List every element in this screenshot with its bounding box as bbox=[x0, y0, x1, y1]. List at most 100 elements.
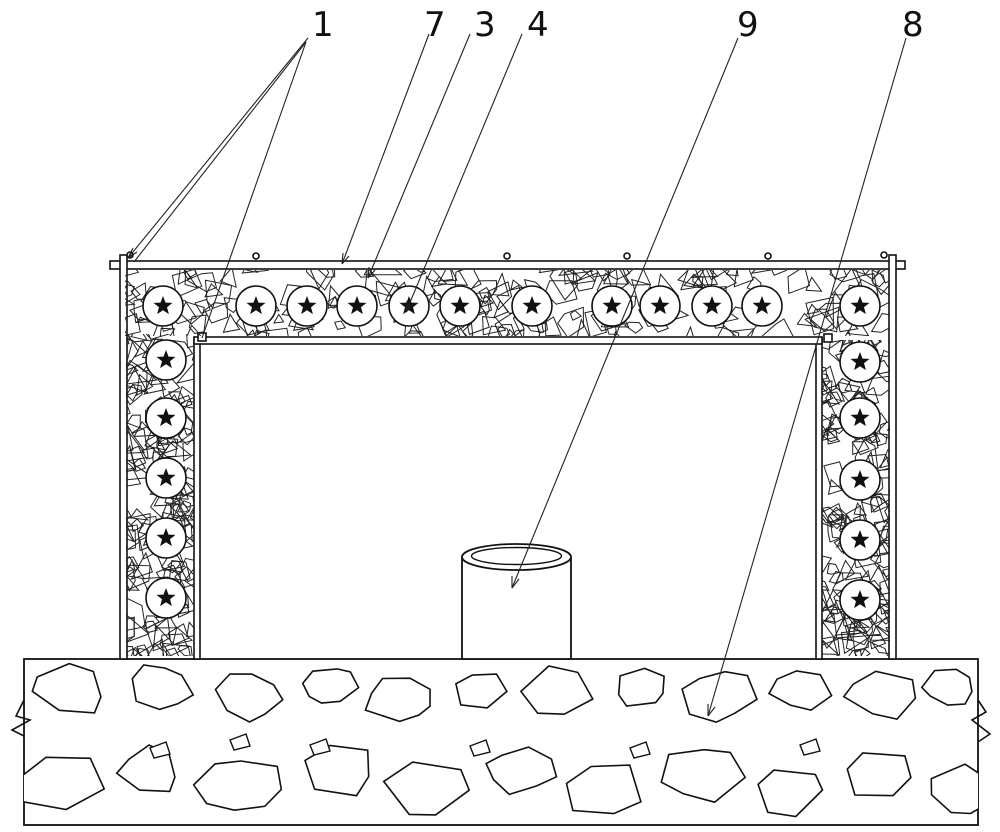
break-mark-left bbox=[10, 699, 33, 737]
gravel-piece bbox=[125, 279, 141, 304]
gravel-piece bbox=[874, 493, 890, 524]
gravel-piece bbox=[572, 270, 597, 285]
gravel-piece bbox=[875, 456, 890, 472]
gravel-piece bbox=[185, 272, 217, 293]
gravel-piece bbox=[204, 279, 233, 309]
star-icon bbox=[752, 296, 772, 315]
ground-foundation bbox=[10, 658, 992, 826]
star-icon bbox=[850, 530, 870, 549]
gravel-piece bbox=[219, 270, 237, 288]
gravel-piece bbox=[184, 270, 199, 289]
star-icon bbox=[246, 296, 266, 315]
gravel-piece bbox=[169, 498, 190, 522]
gravel-piece bbox=[135, 316, 152, 324]
star-icon bbox=[850, 408, 870, 427]
gravel-piece bbox=[190, 523, 194, 543]
gravel-piece bbox=[576, 318, 590, 336]
gravel-piece bbox=[691, 270, 719, 278]
gravel-piece bbox=[130, 334, 153, 343]
gravel-piece bbox=[186, 334, 194, 349]
gravel-piece bbox=[822, 400, 837, 422]
ground-stone bbox=[382, 761, 471, 816]
gravel-piece bbox=[834, 613, 862, 636]
gravel-piece bbox=[469, 280, 498, 305]
gravel-piece bbox=[167, 560, 184, 576]
gravel-piece bbox=[487, 281, 513, 311]
ball-with-star bbox=[639, 285, 681, 327]
gravel-piece bbox=[680, 270, 704, 291]
pipe-body bbox=[461, 557, 572, 660]
ball-with-star bbox=[145, 339, 187, 381]
gravel-piece bbox=[822, 380, 833, 403]
gravel-piece bbox=[854, 619, 871, 629]
leader-8 bbox=[707, 37, 907, 717]
ball-with-star bbox=[839, 397, 881, 439]
gravel-piece bbox=[822, 638, 841, 656]
ground-stone bbox=[757, 769, 824, 818]
gravel-piece bbox=[538, 270, 560, 274]
gravel-piece bbox=[126, 444, 137, 473]
gravel-piece bbox=[182, 400, 194, 425]
gravel-piece bbox=[624, 270, 652, 286]
gravel-piece bbox=[686, 325, 694, 336]
gravel-piece bbox=[860, 640, 889, 656]
gravel-piece bbox=[822, 508, 834, 529]
gravel-piece bbox=[134, 638, 164, 656]
gravel-piece bbox=[437, 270, 469, 286]
gravel-piece bbox=[595, 270, 611, 282]
gravel-piece bbox=[126, 414, 141, 434]
gravel-piece bbox=[126, 334, 149, 343]
gravel-piece bbox=[497, 323, 516, 336]
gravel-piece bbox=[879, 578, 890, 596]
gravel-piece bbox=[853, 501, 868, 516]
gravel-piece bbox=[126, 615, 135, 640]
gravel-piece bbox=[510, 279, 524, 291]
gravel-piece bbox=[804, 306, 840, 333]
gravel-piece bbox=[126, 427, 146, 454]
gravel-piece bbox=[161, 642, 193, 656]
gravel-piece bbox=[878, 421, 890, 439]
gravel-piece bbox=[806, 303, 820, 315]
gravel-piece bbox=[126, 334, 139, 371]
gravel-piece bbox=[428, 290, 442, 307]
label-1: 1 bbox=[312, 5, 334, 45]
gravel-piece bbox=[692, 270, 719, 287]
frame-structure bbox=[109, 251, 906, 660]
ground-stone bbox=[617, 667, 665, 707]
gravel-piece bbox=[421, 274, 437, 298]
gravel-piece bbox=[563, 270, 583, 285]
ground-stone bbox=[842, 670, 917, 720]
gravel-piece bbox=[870, 313, 890, 333]
gravel-piece bbox=[544, 316, 562, 336]
gravel-piece bbox=[126, 359, 148, 396]
gravel-piece bbox=[841, 340, 853, 346]
gravel-piece bbox=[869, 340, 890, 358]
gravel-piece bbox=[131, 518, 144, 533]
gravel-piece bbox=[186, 621, 194, 638]
ball-with-star bbox=[839, 519, 881, 561]
leader-7 bbox=[341, 33, 430, 265]
gravel-piece bbox=[140, 447, 156, 460]
gravel-piece bbox=[822, 373, 831, 387]
ball-with-star bbox=[741, 285, 783, 327]
gravel-piece bbox=[126, 531, 136, 543]
star-icon bbox=[522, 296, 542, 315]
ball-with-star bbox=[839, 285, 881, 327]
gravel-piece bbox=[432, 270, 458, 282]
star-icon bbox=[347, 296, 367, 315]
gravel-piece bbox=[156, 437, 179, 458]
gravel-piece bbox=[126, 529, 137, 551]
gravel-piece bbox=[879, 448, 890, 469]
gravel-piece bbox=[172, 626, 194, 646]
gravel-piece bbox=[615, 270, 631, 281]
gravel-piece bbox=[873, 520, 890, 543]
gravel-piece bbox=[493, 299, 509, 319]
gravel-piece bbox=[589, 270, 611, 278]
gravel-piece bbox=[822, 621, 835, 640]
gravel-piece bbox=[834, 377, 853, 394]
gravel-piece bbox=[871, 270, 890, 296]
gravel-piece bbox=[265, 327, 289, 336]
label-9: 9 bbox=[737, 5, 759, 45]
gravel-piece bbox=[822, 366, 828, 381]
ground-stone bbox=[192, 760, 283, 812]
